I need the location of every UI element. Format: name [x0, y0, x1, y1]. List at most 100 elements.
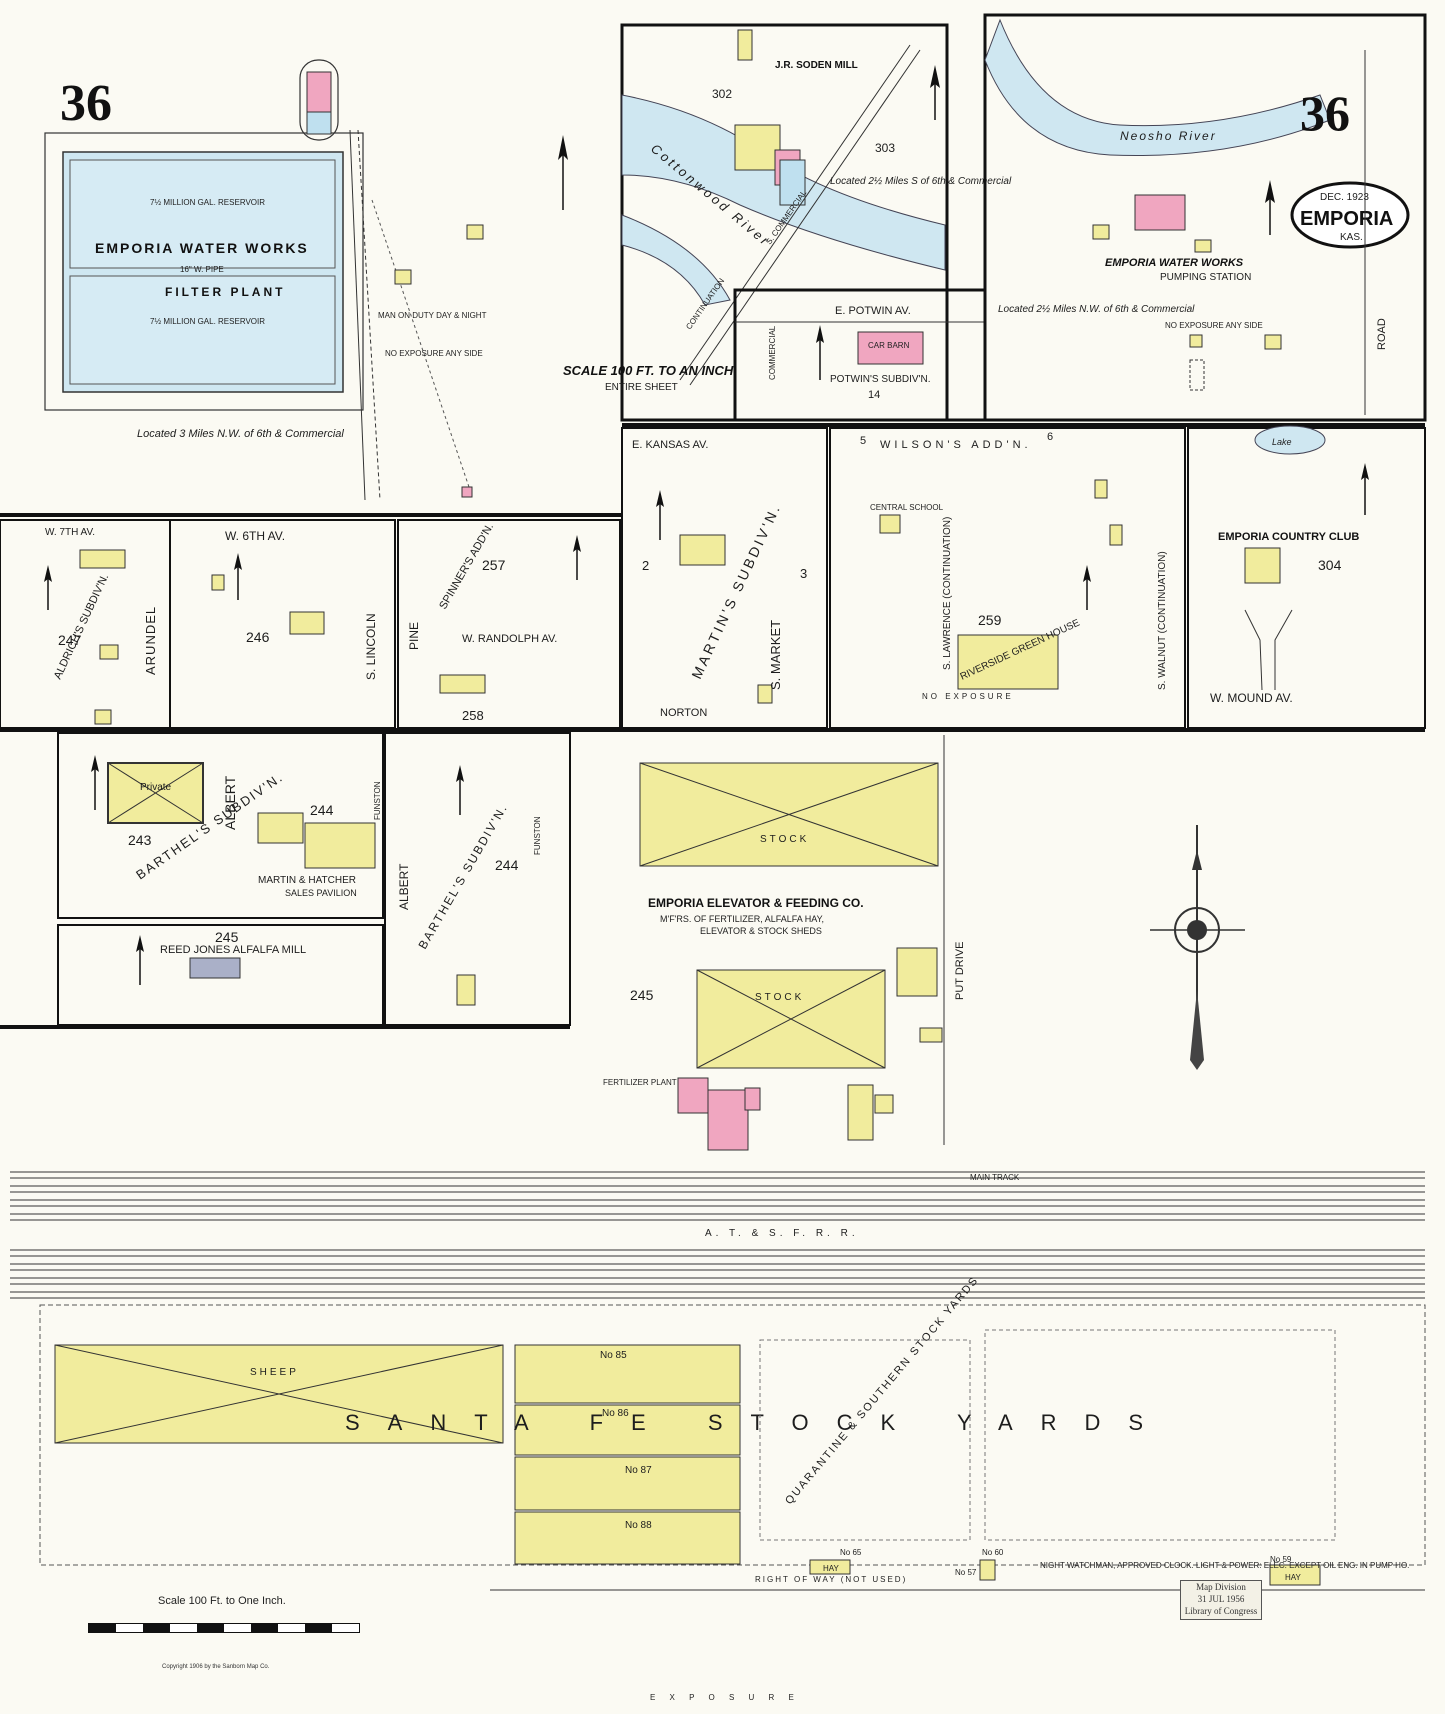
e-potwin-label: E. POTWIN AV. [835, 305, 911, 317]
scale-bar-label: Scale 100 Ft. to One Inch. [158, 1595, 286, 1607]
sheet-number-left: 36 [60, 75, 112, 132]
filter-plant-panel: 36 7½ MILLION GAL. RESERVOIR EMPORIA WAT… [44, 59, 568, 501]
watchman-note: NIGHT WATCHMAN, APPROVED CLOCK. LIGHT & … [1040, 1561, 1409, 1570]
block-245b: 245 [630, 987, 654, 1003]
filter-plant-label: FILTER PLANT [165, 285, 285, 299]
private-label: Private [140, 782, 172, 793]
row-3-panels: Private 243 ALBERT BARTHEL'S SUBDIV'N. 2… [0, 732, 966, 1151]
central-school-label: CENTRAL SCHOOL [870, 503, 944, 512]
hay-label-2: HAY [1285, 1573, 1302, 1582]
block-257: 257 [482, 557, 506, 573]
w7th-label: W. 7TH AV. [45, 527, 95, 538]
water-works-title: EMPORIA WATER WORKS [95, 240, 309, 256]
block-14: 14 [868, 389, 880, 401]
block-244a: 244 [310, 802, 334, 818]
wilson-exposure: NO EXPOSURE [922, 692, 1014, 701]
block-304: 304 [1318, 557, 1342, 573]
randolph-label: W. RANDOLPH AV. [462, 633, 557, 645]
albert-label-1: ALBERT [222, 775, 238, 830]
santa-fe-label: SANTA FE STOCK YARDS [345, 1410, 1171, 1435]
pumping-location: Located 2½ Miles N.W. of 6th & Commercia… [998, 304, 1195, 315]
railroad-tracks: A. T. & S. F. R. R. MAIN TRACK [10, 1171, 1425, 1299]
filter-location: Located 3 Miles N.W. of 6th & Commercial [137, 428, 344, 440]
lawrence-label: S. LAWRENCE (CONTINUATION) [942, 517, 953, 670]
reservoir-1-label: 7½ MILLION GAL. RESERVOIR [150, 198, 265, 207]
country-club-label: EMPORIA COUNTRY CLUB [1218, 531, 1359, 543]
stamp-line-3: Library of Congress [1184, 1606, 1258, 1616]
stamp-line-1: Map Division [1196, 1582, 1246, 1592]
scale-bar: Scale 100 Ft. to One Inch. [88, 1595, 360, 1633]
funston-label-1: FUNSTON [373, 781, 382, 820]
pipe-label: 16" W. PIPE [180, 265, 224, 274]
no85-label: No 85 [600, 1350, 627, 1361]
walnut-label: S. WALNUT (CONTINUATION) [1157, 551, 1168, 690]
commercial-label: COMMERCIAL [768, 325, 777, 380]
quarantine-label: QUARANTINE & SOUTHERN STOCK YARDS [783, 1274, 981, 1507]
no60-label: No 60 [982, 1548, 1004, 1557]
funston-label-2: FUNSTON [533, 816, 542, 855]
compass-rose [1150, 825, 1245, 1070]
scale-note-sub: ENTIRE SHEET [605, 382, 678, 393]
no65-label: No 65 [840, 1548, 862, 1557]
albert-label-2: ALBERT [397, 863, 411, 910]
potwin-panel: E. POTWIN AV. CAR BARN POTWIN'S SUBDIV'N… [733, 288, 987, 422]
road-label: ROAD [1376, 318, 1388, 350]
no57-label: No 57 [955, 1568, 977, 1577]
filter-plant-note: MAN ON DUTY DAY & NIGHT [378, 311, 487, 320]
filter-exposure: NO EXPOSURE ANY SIDE [385, 349, 483, 358]
martin-hatcher-label: MARTIN & HATCHER [258, 875, 356, 886]
block-303: 303 [875, 141, 895, 155]
atsf-label: A. T. & S. F. R. R. [705, 1228, 859, 1239]
lake-label: Lake [1272, 437, 1292, 447]
city-name: EMPORIA [1300, 208, 1393, 230]
copyright: Copyright 1906 by the Sanborn Map Co. [162, 1664, 270, 1670]
block-302: 302 [712, 87, 732, 101]
no86-label: No 86 [602, 1408, 629, 1419]
kansas-label: E. KANSAS AV. [632, 439, 708, 451]
block-245a: 245 [215, 929, 239, 945]
no88-label: No 88 [625, 1520, 652, 1531]
pumping-subtitle: PUMPING STATION [1160, 272, 1251, 283]
block-244b: 244 [495, 857, 519, 873]
arundel-label: ARUNDEL [143, 606, 158, 675]
put-drive-label: PUT DRIVE [954, 942, 966, 1000]
wilsons-label: WILSON'S ADD'N. [880, 439, 1032, 451]
block-243: 243 [128, 832, 152, 848]
w6th-label: W. 6TH AV. [225, 529, 285, 543]
stock-label-1: STOCK [760, 834, 809, 845]
library-stamp: Map Division 31 JUL 1956 Library of Cong… [1180, 1580, 1262, 1620]
pumping-station-panel: Neosho River 36 DEC. 1923 EMPORIA KAS. E… [983, 13, 1427, 422]
stock-label-2: STOCK [755, 992, 804, 1003]
reservoir-2-label: 7½ MILLION GAL. RESERVOIR [150, 317, 265, 326]
exposure-bottom-label: E X P O S U R E [650, 1693, 800, 1702]
main-track-label: MAIN TRACK [970, 1173, 1020, 1182]
block-6: 6 [1047, 431, 1053, 443]
soden-mill-panel: Cottonwood River J.R. SODEN MILL 302 303… [563, 23, 1012, 422]
norton-label: NORTON [660, 707, 707, 719]
block-259: 259 [978, 612, 1002, 628]
pumping-exposure: NO EXPOSURE ANY SIDE [1165, 321, 1263, 330]
state-name: KAS. [1340, 232, 1363, 243]
no87-label: No 87 [625, 1465, 652, 1476]
right-of-way-label: RIGHT OF WAY (NOT USED) [755, 1575, 907, 1584]
reed-jones-label: REED JONES ALFALFA MILL [160, 944, 306, 956]
elevator-title: EMPORIA ELEVATOR & FEEDING CO. [648, 896, 864, 910]
neosho-river-label: Neosho River [1120, 129, 1217, 143]
lincoln-label: S. LINCOLN [364, 613, 378, 680]
aldrich-label: ALDRICH'S SUBDIV'N. [52, 572, 111, 681]
car-barn-label: CAR BARN [868, 341, 910, 350]
block-3: 3 [800, 566, 807, 581]
elevator-sub1: M'F'RS. OF FERTILIZER, ALFALFA HAY, [660, 914, 824, 924]
soden-location: Located 2½ Miles S of 6th & Commercial [830, 176, 1012, 187]
row-2-panels: W. 7TH AV. 247 ARUNDEL ALDRICH'S SUBDIV'… [0, 423, 1426, 732]
pine-label: PINE [407, 622, 421, 650]
sheep-label-main: SHEEP [250, 1367, 299, 1378]
pumping-title: EMPORIA WATER WORKS [1105, 257, 1244, 269]
soden-mill-title: J.R. SODEN MILL [775, 60, 858, 71]
no59-label: No 59 [1270, 1555, 1292, 1564]
potwin-subdiv: POTWIN'S SUBDIV'N. [830, 374, 931, 385]
fertilizer-label: FERTILIZER PLANT [603, 1078, 677, 1087]
scale-bar-graphic [88, 1623, 360, 1633]
mound-label: W. MOUND AV. [1210, 691, 1293, 705]
